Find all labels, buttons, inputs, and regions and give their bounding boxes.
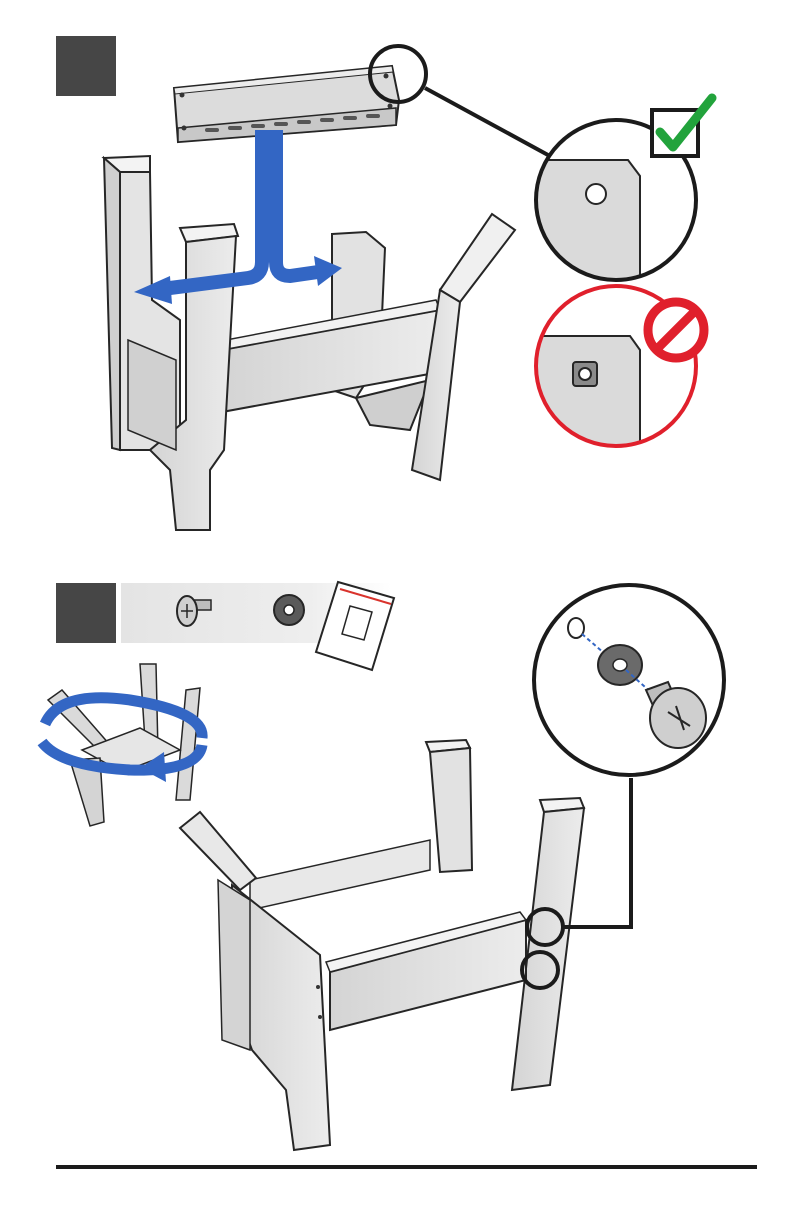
fastener-detail-callout bbox=[530, 580, 730, 780]
correct-detail-callout bbox=[536, 98, 712, 290]
rotate-preview bbox=[48, 664, 200, 826]
rear-panel bbox=[174, 66, 399, 142]
prohibited-icon bbox=[648, 302, 704, 358]
alignment-arrows bbox=[134, 130, 342, 304]
incorrect-detail-callout bbox=[536, 286, 704, 450]
screw-icon bbox=[177, 596, 211, 626]
stand-frame-rotated bbox=[180, 740, 584, 1150]
page-rule bbox=[56, 1165, 757, 1169]
stand-frame bbox=[104, 156, 515, 530]
washer-icon bbox=[274, 595, 304, 625]
hardware-bag-icon bbox=[316, 582, 394, 670]
